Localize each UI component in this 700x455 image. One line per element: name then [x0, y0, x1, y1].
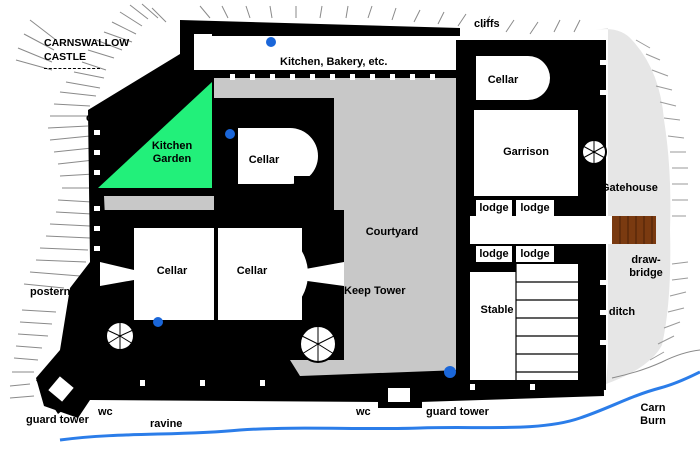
north-bank: [611, 349, 700, 379]
kitchen-garden-area: [98, 82, 212, 188]
lodge-box-4: [516, 246, 554, 262]
lodge-box-3: [476, 246, 512, 262]
label-cellar-left: Cellar: [156, 265, 188, 277]
label-garrison: Garrison: [503, 146, 549, 158]
cellar-mid-room: [238, 128, 318, 184]
carn-burn-river: [59, 370, 700, 442]
drawbridge: [612, 216, 656, 244]
label-guard-tower-left: guard tower: [26, 414, 89, 426]
label-wc-right: wc: [356, 406, 371, 418]
label-postern: postern: [30, 286, 71, 298]
title-line-1: CARNSWALLOW: [44, 37, 130, 49]
label-cliffs-left: cliffs: [86, 112, 112, 124]
label-cliffs-top: cliffs: [474, 18, 500, 30]
guard-tower-left: [36, 366, 86, 414]
label-kitchen-garden-1: Kitchen: [151, 140, 193, 152]
label-stable: Stable: [480, 304, 514, 316]
spiral-stair-keep: [299, 325, 337, 363]
label-carn-burn: Carn Burn: [640, 402, 666, 427]
label-kitchen: Kitchen, Bakery, etc.: [280, 56, 388, 68]
title-underline: [44, 68, 100, 70]
ditch-hatching: [635, 39, 689, 361]
label-gatehouse: Gatehouse: [601, 182, 658, 194]
window-slits: [94, 60, 606, 390]
lodge-box-1: [476, 200, 512, 216]
label-drawbridge-1: draw-: [631, 254, 661, 266]
castle-title: CARNSWALLOW CASTLE: [44, 36, 130, 70]
label-carn-burn-1: Carn: [640, 402, 666, 414]
label-lodge-1: lodge: [479, 202, 509, 214]
well-keep: [153, 317, 163, 327]
label-lodge-3: lodge: [479, 248, 509, 260]
label-lodge-2: lodge: [520, 202, 550, 214]
kitchen-range-room: [212, 36, 460, 70]
well-cellar: [225, 129, 235, 139]
stable-room: [470, 264, 578, 380]
label-guard-tower-right: guard tower: [426, 406, 489, 418]
label-keep-tower: Keep Tower: [344, 285, 406, 297]
guard-tower-right: [378, 382, 422, 408]
well-stable: [444, 366, 456, 378]
label-courtyard: Courtyard: [365, 226, 419, 238]
lodge-box-2: [516, 200, 554, 216]
label-ditch: ditch: [608, 306, 636, 318]
label-wc-left: wc: [98, 406, 113, 418]
label-carn-burn-2: Burn: [640, 414, 666, 427]
garrison-room: [474, 110, 578, 196]
label-cellar-right: Cellar: [236, 265, 268, 277]
cellar-left-room: [134, 228, 214, 320]
label-drawbridge: draw- bridge: [629, 254, 663, 279]
label-kitchen-garden-2: Garden: [152, 152, 192, 165]
label-cellar-mid: Cellar: [248, 154, 280, 166]
spiral-stair-west: [105, 321, 135, 351]
ditch-area: [596, 28, 671, 384]
cliff-hatching: [9, 3, 581, 399]
cellar-top-room: [476, 56, 550, 100]
label-kitchen-garden: Kitchen Garden: [152, 140, 192, 165]
label-ravine: ravine: [150, 418, 183, 430]
label-drawbridge-2: bridge: [629, 266, 663, 279]
spiral-stair-garrison: [581, 139, 607, 165]
title-line-2: CASTLE: [44, 51, 86, 64]
label-cellar-top: Cellar: [487, 74, 519, 86]
well-kitchen: [266, 37, 276, 47]
gate-passage: [470, 216, 612, 244]
label-lodge-4: lodge: [520, 248, 550, 260]
